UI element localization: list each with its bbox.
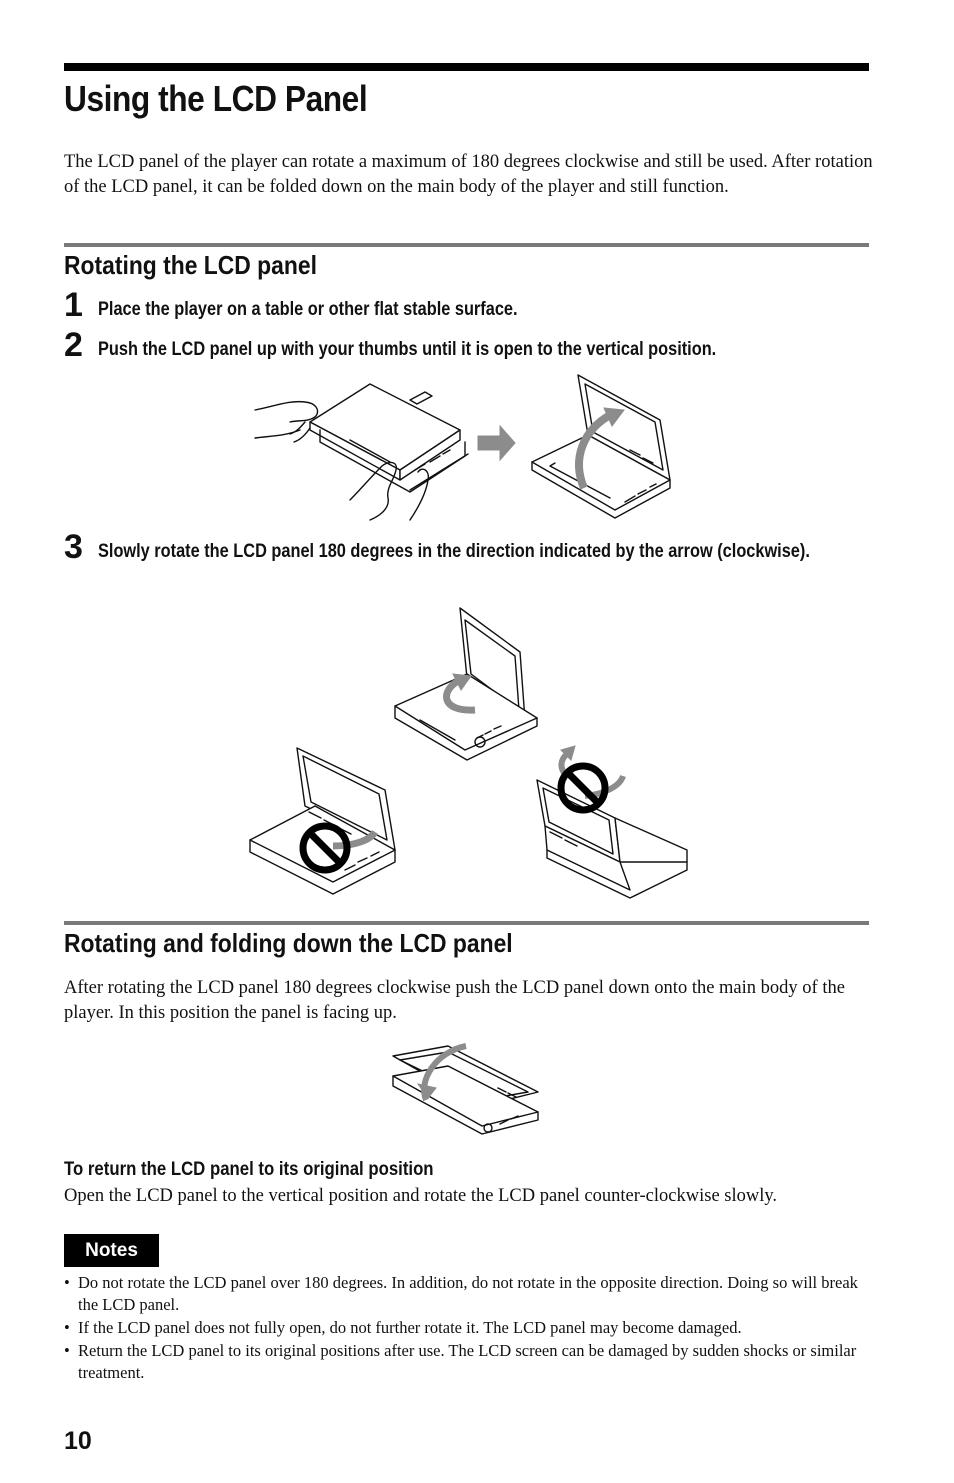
step-3-text: Slowly rotate the LCD panel 180 degrees …: [98, 541, 810, 562]
step-1-number: 1: [64, 286, 83, 324]
intro-paragraph: The LCD panel of the player can rotate a…: [64, 152, 873, 197]
page-title: Using the LCD Panel: [64, 78, 368, 119]
hands-drawing: [254, 400, 430, 521]
closed-player-drawing: [309, 383, 469, 493]
step-2-number: 2: [64, 326, 83, 364]
step-2-text: Push the LCD panel up with your thumbs u…: [98, 339, 717, 360]
folding-paragraph: After rotating the LCD panel 180 degrees…: [64, 978, 845, 1023]
note-item: Do not rotate the LCD panel over 180 deg…: [64, 1272, 874, 1316]
return-position-subheading: To return the LCD panel to its original …: [64, 1158, 434, 1180]
folded-player-drawing: [392, 1043, 539, 1135]
illustration-fold-down: [392, 1043, 539, 1135]
notes-list: Do not rotate the LCD panel over 180 deg…: [64, 1272, 874, 1385]
page-number: 10: [64, 1427, 92, 1455]
section-rule-rotating: [64, 243, 869, 247]
return-position-paragraph: Open the LCD panel to the vertical posit…: [64, 1186, 778, 1206]
incorrect-rotation-left-drawing: [249, 747, 396, 895]
notes-badge: Notes: [64, 1234, 159, 1267]
right-arrow-icon: [477, 424, 516, 462]
step-1-text: Place the player on a table or other fla…: [98, 299, 518, 320]
section-heading-folding: Rotating and folding down the LCD panel: [64, 928, 513, 958]
section-heading-rotating: Rotating the LCD panel: [64, 250, 317, 280]
illustration-open-panel: [254, 374, 671, 521]
correct-rotation-drawing: [394, 607, 538, 761]
step-3-number: 3: [64, 528, 83, 566]
illustration-rotate-panel: [249, 607, 688, 899]
section-rule-folding: [64, 921, 869, 925]
incorrect-rotation-right-drawing: [536, 745, 688, 899]
note-item: Return the LCD panel to its original pos…: [64, 1340, 874, 1384]
title-rule: [64, 63, 869, 71]
open-player-drawing: [531, 374, 671, 519]
note-item: If the LCD panel does not fully open, do…: [64, 1317, 874, 1339]
